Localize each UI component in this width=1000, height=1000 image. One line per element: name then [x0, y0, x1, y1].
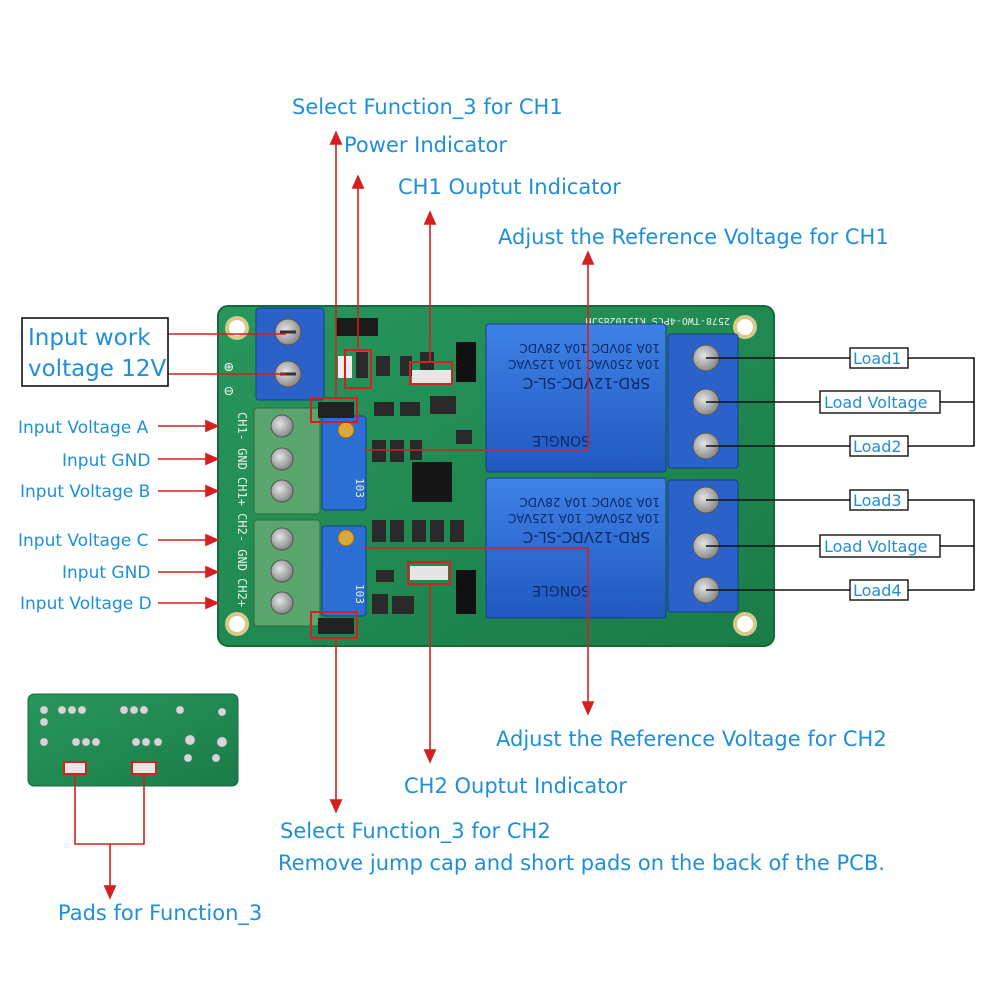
potentiometer-ch1: 103 [321, 415, 367, 511]
input-terminal-ch2 [253, 519, 321, 627]
load4-box: Load4 [849, 579, 909, 601]
potentiometer-ch2: 103 [321, 525, 367, 617]
relay-model-ch1: SRD-12VDC-SL-C [523, 374, 650, 392]
label-input-voltage-b: Input Voltage B [20, 482, 150, 502]
label-select-function3-ch1: Select Function_3 for CH1 [292, 95, 563, 120]
label-input-gnd-1: Input GND [62, 451, 150, 471]
label-input-work-line1: Input work [28, 325, 151, 351]
output-terminal-ch1 [667, 333, 739, 469]
relay-rating1-ch2: 10A 250VAC 10A 125VAC [508, 511, 660, 525]
plus-mark: ⊕ [224, 357, 234, 376]
relay-rating1-ch1: 10A 250VAC 10A 125VAC [508, 357, 660, 371]
label-load2: Load2 [853, 437, 902, 456]
label-input-gnd-2: Input GND [62, 563, 150, 583]
label-input-voltage-a: Input Voltage A [18, 418, 149, 438]
relay-rating2-ch1: 10A 30VDC 10A 28VDC [519, 341, 660, 355]
label-adjust-ch2: Adjust the Reference Voltage for CH2 [496, 727, 887, 751]
jumper-ch2 [318, 618, 354, 634]
annotation-lines [74, 130, 595, 900]
label-load-voltage-1: Load Voltage [824, 393, 927, 412]
load2-box: Load2 [849, 435, 909, 457]
label-ch2-output-indicator: CH2 Ouptut Indicator [404, 774, 627, 798]
relay-rating2-ch2: 10A 30VDC 10A 28VDC [519, 495, 660, 509]
silkscreen-left: CH1- GND CH1+ CH2- GND CH2+ [235, 412, 249, 607]
label-select-function3-ch2: Select Function_3 for CH2 [280, 819, 551, 844]
label-load1: Load1 [853, 349, 902, 368]
power-terminal [255, 307, 325, 401]
silkscreen-top: 2578-TWO-4PCS K1510285JH [586, 315, 731, 326]
jumper-ch1 [318, 402, 354, 418]
pot-code-ch2: 103 [353, 584, 366, 604]
label-load3: Load3 [853, 491, 902, 510]
label-load-voltage-2: Load Voltage [824, 537, 927, 556]
load-voltage-box-2: Load Voltage [819, 534, 941, 558]
label-remove-jump-cap: Remove jump cap and short pads on the ba… [278, 851, 885, 875]
label-pads-function3: Pads for Function_3 [58, 901, 262, 926]
relay-brand-ch2: SONGLE [532, 582, 590, 598]
label-load4: Load4 [853, 581, 902, 600]
label-input-voltage-c: Input Voltage C [18, 531, 148, 551]
pot-code-ch1: 103 [353, 478, 366, 498]
relay-model-ch2: SRD-12VDC-SL-C [523, 528, 650, 546]
minus-mark: ⊖ [224, 381, 234, 400]
mounting-holes [225, 315, 757, 636]
input-work-voltage-box: Input work voltage 12V [21, 317, 169, 387]
load3-box: Load3 [849, 489, 909, 511]
load1-box: Load1 [849, 347, 909, 369]
highlight-boxes [310, 349, 453, 639]
label-input-work-line2: voltage 12V [28, 356, 167, 382]
label-ch1-output-indicator: CH1 Ouptut Indicator [398, 175, 621, 199]
relay-brand-ch1: SONGLE [532, 432, 590, 448]
main-pcb: ⊕ ⊖ CH1- GND CH1+ CH2- GND CH2+ 2578-TWO… [217, 305, 775, 647]
load-voltage-box-1: Load Voltage [819, 390, 941, 414]
input-terminal-ch1 [253, 407, 321, 515]
label-power-indicator: Power Indicator [344, 133, 507, 157]
output-lines [706, 357, 975, 591]
relay-ch1: SRD-12VDC-SL-C 10A 250VAC 10A 125VAC 10A… [485, 323, 667, 473]
label-input-voltage-d: Input Voltage D [20, 594, 152, 614]
back-pcb [27, 693, 239, 787]
label-adjust-ch1: Adjust the Reference Voltage for CH1 [498, 225, 889, 249]
